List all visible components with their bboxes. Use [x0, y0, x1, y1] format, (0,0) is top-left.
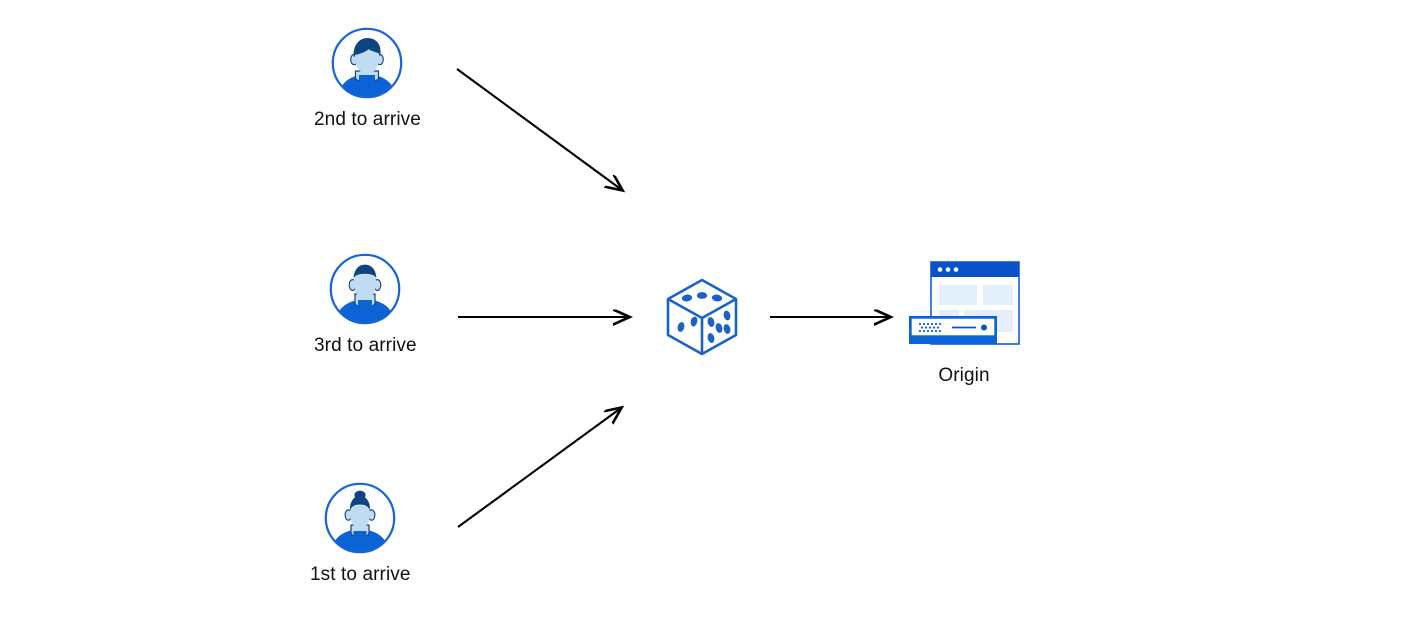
node-label-client-second: 2nd to arrive [314, 109, 421, 130]
window-dot [945, 267, 951, 272]
node-label-client-third: 3rd to arrive [314, 335, 417, 356]
arrow-second-to-dice [456, 68, 622, 190]
node-label-client-first: 1st to arrive [310, 564, 411, 585]
user-avatar-icon [328, 252, 402, 326]
node-origin-server[interactable]: Origin [905, 256, 1023, 387]
arrow-first-to-dice [457, 408, 621, 528]
node-label-origin: Origin [938, 365, 990, 386]
node-randomizer[interactable] [657, 272, 747, 362]
node-client-second[interactable]: 2nd to arrive [314, 26, 421, 131]
origin-server-icon [905, 256, 1023, 356]
dice-icon [657, 272, 747, 362]
user-avatar-icon [330, 26, 404, 100]
window-dot [937, 267, 943, 272]
user-avatar-icon [323, 481, 397, 555]
rack-server-shape [909, 316, 997, 344]
node-client-third[interactable]: 3rd to arrive [314, 252, 417, 357]
window-dot [953, 267, 959, 272]
node-client-first[interactable]: 1st to arrive [310, 481, 411, 586]
